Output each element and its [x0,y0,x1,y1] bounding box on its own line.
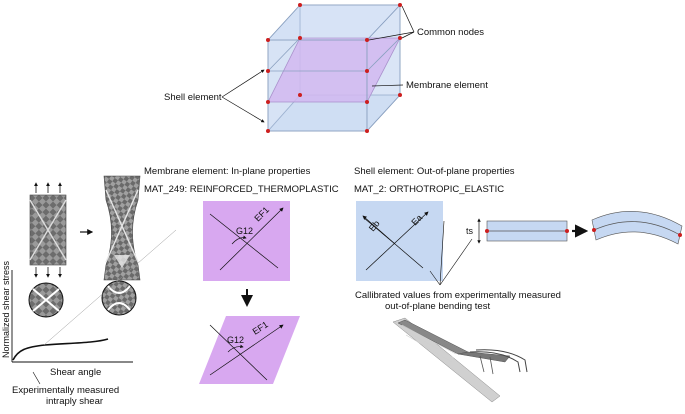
y-axis-label: Normalized shear stress [1,260,11,358]
g12-label-sheared: G12 [227,335,244,345]
membrane-heading: Membrane element: In-plane properties [144,166,311,177]
calibrated-note-line1: Callibrated values from experimentally m… [355,290,561,301]
common-nodes-label: Common nodes [417,27,485,38]
zoom-circle-deformed [101,280,137,316]
mid-edge-right [366,37,401,72]
shell-front-face [267,39,368,132]
membrane-material: MAT_249: REINFORCED_THERMOPLASTIC [144,184,339,195]
common-nodes [266,3,402,133]
membrane-square: G12 EF1 [203,201,290,281]
link-line [43,229,177,346]
membrane-element-label: Membrane element [406,80,488,91]
g12-label: G12 [236,226,253,236]
shell-heading: Shell element: Out-of-plane properties [354,166,515,177]
shell-element-3d [221,3,415,133]
shear-curve-plot: Normalized shear stress [1,229,177,363]
shell-material: MAT_2: ORTHOTROPIC_ELASTIC [354,184,505,195]
membrane-sheared: G12 EF1 [199,316,300,384]
caption-line2: intraply shear [46,396,104,407]
bending-test-fixture [392,317,528,403]
calibrated-leaders [429,220,473,286]
caption-line1: Experimentally measured [12,385,120,396]
caption-leader [32,371,41,385]
mid-edge-left [267,37,301,72]
calibrated-note-line2: out-of-plane bending test [385,301,491,312]
x-axis-label: Shear angle [50,367,102,378]
zoom-circle-undeformed [28,282,64,318]
bias-extension-specimen-undeformed [29,182,67,278]
thickness-bar: ts [466,218,569,244]
ts-label: ts [466,226,474,236]
shell-element-label: Shell element [164,92,222,103]
leader-lines-top [221,5,415,123]
bias-extension-specimen-deformed [103,175,141,281]
shell-square: Eb Ea [356,201,443,281]
bent-shell [591,211,683,245]
shear-curve [12,338,109,361]
